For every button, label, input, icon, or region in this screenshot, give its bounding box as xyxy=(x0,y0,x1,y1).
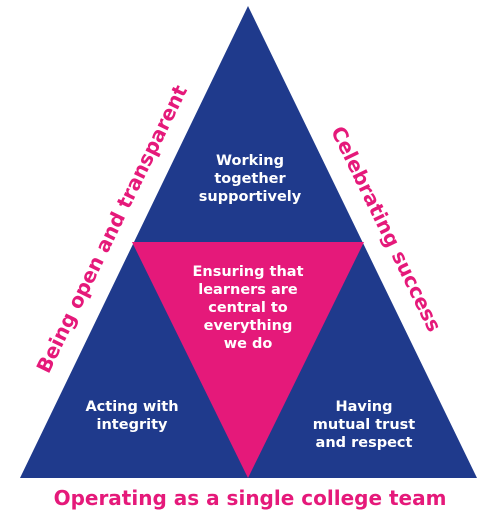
center-text-line-3: central to xyxy=(208,300,288,316)
top-text-line-2: together xyxy=(214,171,286,187)
bottom-right-triangle-text: Having mutual trust and respect xyxy=(313,399,416,451)
center-inverted-triangle xyxy=(132,242,364,478)
center-text-line-4: everything xyxy=(204,318,293,334)
bottom-right-text-line-1: Having xyxy=(335,399,392,415)
bottom-right-text-line-3: and respect xyxy=(316,435,413,451)
top-text-line-1: Working xyxy=(216,153,284,169)
center-text-line-5: we do xyxy=(224,336,273,352)
center-text-line-1: Ensuring that xyxy=(192,264,303,280)
bottom-left-text-line-2: integrity xyxy=(97,417,168,433)
top-text-line-3: supportively xyxy=(199,189,302,205)
top-triangle-text: Working together supportively xyxy=(199,153,302,205)
center-text-line-2: learners are xyxy=(198,282,298,298)
center-triangle-text: Ensuring that learners are central to ev… xyxy=(192,264,303,352)
bottom-right-text-line-2: mutual trust xyxy=(313,417,416,433)
bottom-label: Operating as a single college team xyxy=(54,486,447,510)
bottom-left-triangle-text: Acting with integrity xyxy=(85,399,178,433)
bottom-left-text-line-1: Acting with xyxy=(85,399,178,415)
